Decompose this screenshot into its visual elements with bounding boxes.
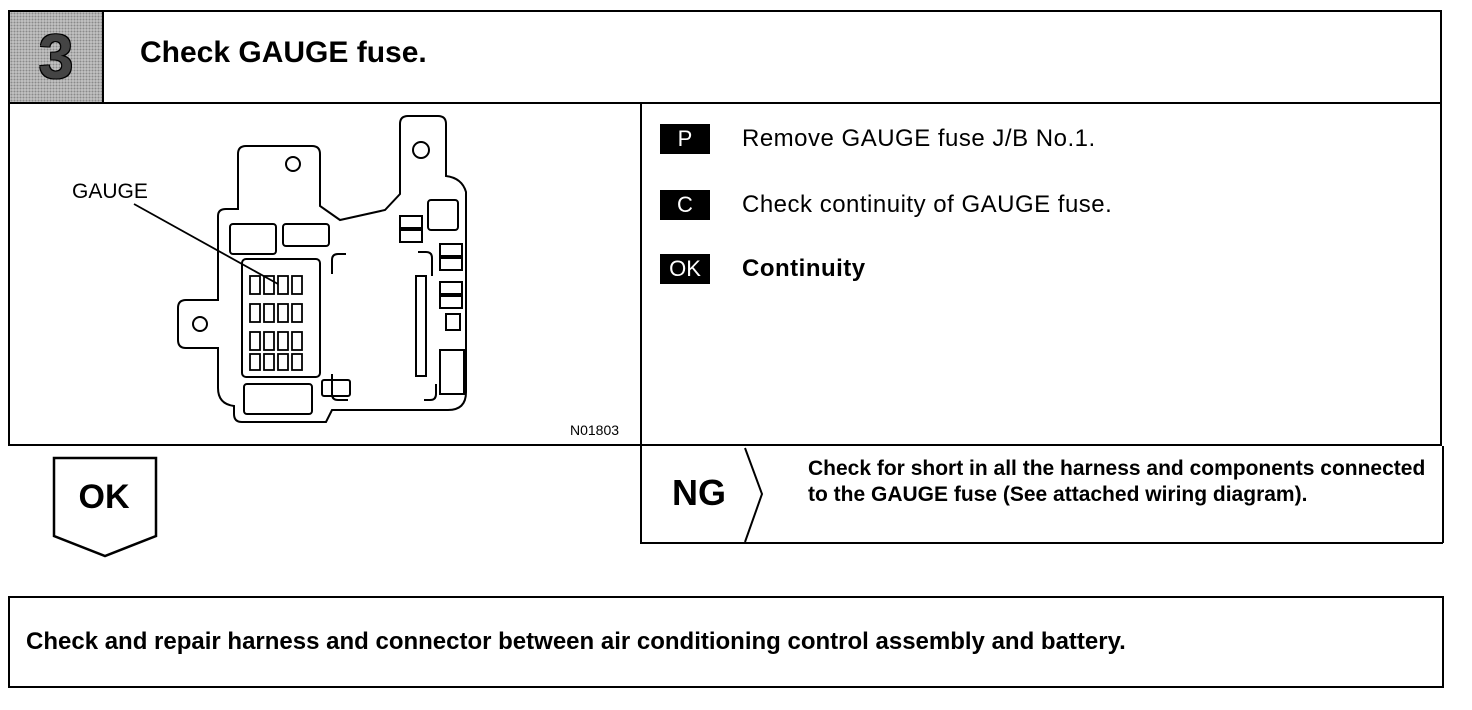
tag-c: C (660, 190, 710, 220)
gauge-callout-label: GAUGE (72, 180, 148, 203)
instruction-text: Check continuity of GAUGE fuse. (742, 191, 1113, 218)
instruction-text: Remove GAUGE fuse J/B No.1. (742, 125, 1096, 152)
ng-branch-label: NG (672, 472, 726, 513)
tag-ok: OK (660, 254, 710, 284)
inspection-step-box: 3 Check GAUGE fuse. (8, 10, 1442, 446)
next-step-text: Check and repair harness and connector b… (26, 628, 1126, 655)
step-header: 3 Check GAUGE fuse. (10, 12, 1440, 104)
step-number: 3 (38, 22, 74, 92)
instruction-row-ok: OK Continuity (660, 254, 865, 284)
step-number-cell: 3 (10, 12, 104, 102)
instruction-row-check: C Check continuity of GAUGE fuse. (660, 190, 1112, 220)
ok-arrow-shape (52, 456, 158, 558)
instruction-text: Continuity (742, 255, 866, 282)
instruction-panel: P Remove GAUGE fuse J/B No.1. C Check co… (642, 104, 1440, 444)
instruction-row-prepare: P Remove GAUGE fuse J/B No.1. (660, 124, 1095, 154)
junction-block-diagram (133, 115, 467, 423)
ng-branch-box: NG Check for short in all the harness an… (640, 446, 1444, 544)
fuse-box-figure: GAUGE N01803 (10, 104, 642, 444)
ng-box-outline (640, 446, 1444, 544)
tag-p: P (660, 124, 710, 154)
next-step-box: Check and repair harness and connector b… (8, 596, 1444, 688)
ok-branch-label: OK (78, 478, 130, 516)
ng-branch-text: Check for short in all the harness and c… (808, 457, 1426, 506)
figure-code: N01803 (570, 422, 620, 438)
step-title: Check GAUGE fuse. (140, 36, 427, 69)
